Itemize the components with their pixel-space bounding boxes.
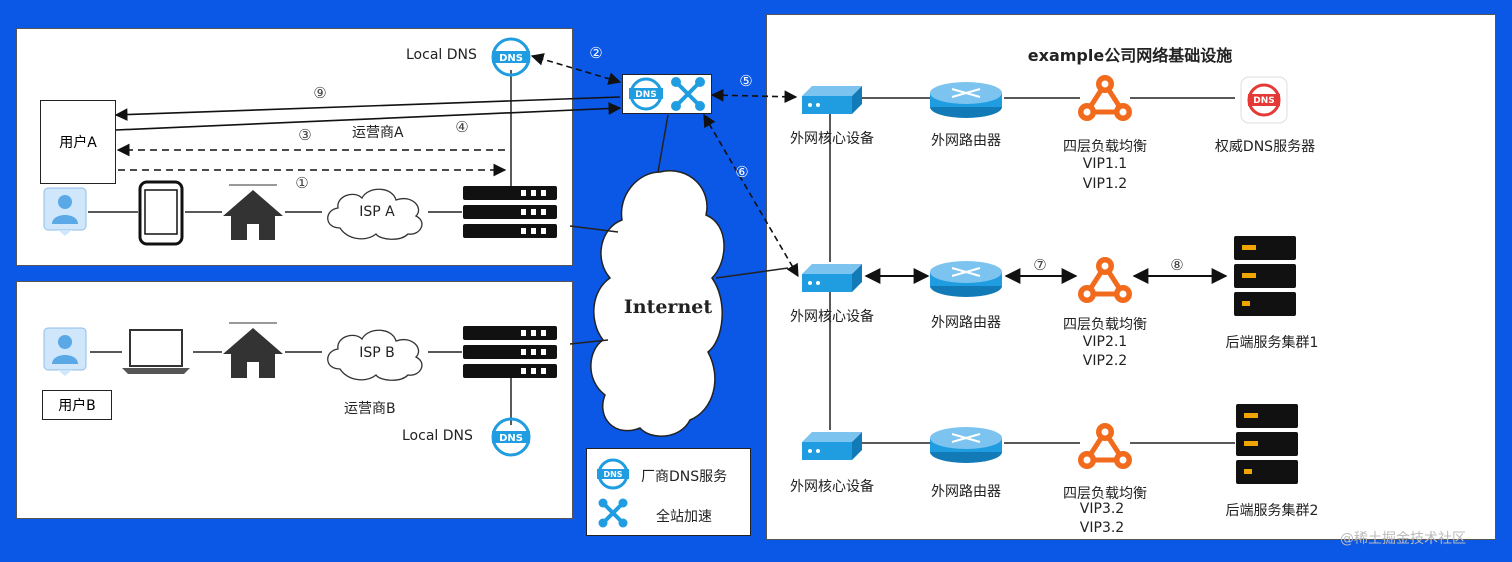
- step-1-label: ①: [295, 174, 309, 192]
- core-device-icon: [802, 86, 862, 114]
- row3-vip2: VIP3.2: [1079, 520, 1125, 536]
- step-2-label: ②: [589, 44, 603, 62]
- isp-a-cloud-icon: [327, 188, 423, 240]
- row3-core-label: 外网核心设备: [790, 479, 874, 495]
- row2-vip2: VIP2.2: [1082, 353, 1128, 369]
- carrier-b-label: 运营商B: [344, 401, 396, 417]
- row1-router-label: 外网路由器: [931, 133, 1001, 149]
- row1-lb-label: 四层负载均衡: [1063, 139, 1147, 155]
- home-icon: [223, 322, 283, 378]
- svg-text:DNS: DNS: [499, 433, 523, 444]
- svg-text:DNS: DNS: [1253, 96, 1275, 106]
- user-a-label: 用户A: [59, 135, 97, 151]
- diagram-title: example公司网络基础设施: [1027, 46, 1233, 65]
- router-icon: [930, 82, 1002, 118]
- backend-server-icon: [1234, 236, 1296, 316]
- carrier-a-label: 运营商A: [352, 125, 404, 141]
- row2-vip1: VIP2.1: [1082, 334, 1128, 350]
- isp-b-label: ISP B: [359, 345, 395, 361]
- smartphone-icon: [138, 180, 184, 246]
- cdn-node: DNS: [622, 74, 712, 114]
- row1-core-label: 外网核心设备: [790, 131, 874, 147]
- legend-dns-label: 厂商DNS服务: [641, 469, 728, 485]
- local-dns-b-icon: DNS: [491, 417, 531, 457]
- server-rack-a-icon: [463, 186, 557, 238]
- load-balancer-icon: [1078, 75, 1132, 121]
- isp-b-cloud-icon: [327, 329, 423, 381]
- row1-vip2: VIP1.2: [1082, 176, 1128, 192]
- router-icon: [930, 427, 1002, 463]
- home-icon: [223, 184, 283, 240]
- row2-router-label: 外网路由器: [931, 315, 1001, 331]
- load-balancer-icon: [1078, 423, 1132, 469]
- user-b-box: 用户B: [42, 390, 112, 420]
- vendor-dns-icon: DNS: [629, 77, 663, 111]
- local-dns-b-label: Local DNS: [402, 428, 473, 444]
- step-9-label: ⑨: [313, 84, 327, 102]
- row3-router-label: 外网路由器: [931, 484, 1001, 500]
- row3-lb-label: 四层负载均衡: [1063, 486, 1147, 502]
- row3-vip1: VIP3.2: [1079, 501, 1125, 517]
- row2-lb-label: 四层负载均衡: [1063, 317, 1147, 333]
- server-rack-b-icon: [463, 326, 557, 378]
- router-icon: [930, 261, 1002, 297]
- row3-end-label: 后端服务集群2: [1225, 503, 1319, 519]
- person-icon: [43, 187, 87, 236]
- step-3-label: ③: [298, 126, 312, 144]
- legend-accel-label: 全站加速: [656, 509, 712, 525]
- legend-panel: [586, 448, 751, 536]
- backend-server-icon: [1236, 404, 1298, 484]
- step-8-label: ⑧: [1170, 256, 1184, 274]
- step-4-label: ④: [455, 118, 469, 136]
- internet-label: Internet: [623, 296, 713, 318]
- isp-a-label: ISP A: [359, 204, 395, 220]
- legend-dns-icon: DNS: [597, 458, 629, 490]
- local-dns-a-label: Local DNS: [406, 47, 477, 63]
- row1-vip1: VIP1.1: [1082, 156, 1128, 172]
- core-device-icon: [802, 264, 862, 292]
- load-balancer-icon: [1078, 257, 1132, 303]
- step-7-label: ⑦: [1033, 256, 1047, 274]
- step-6-label: ⑥: [735, 163, 749, 181]
- local-dns-a-icon: DNS: [491, 37, 531, 77]
- laptop-icon: [122, 329, 190, 374]
- svg-text:DNS: DNS: [603, 470, 622, 479]
- svg-text:DNS: DNS: [499, 53, 523, 64]
- step-5-label: ⑤: [739, 72, 753, 90]
- legend-accel-icon: [598, 498, 628, 528]
- svg-text:DNS: DNS: [635, 90, 657, 100]
- user-a-box: 用户A: [40, 100, 116, 184]
- row1-end-label: 权威DNS服务器: [1214, 139, 1316, 155]
- user-b-label: 用户B: [58, 398, 96, 414]
- row2-core-label: 外网核心设备: [790, 309, 874, 325]
- core-device-icon: [802, 432, 862, 460]
- authoritative-dns-icon: DNS: [1240, 76, 1288, 124]
- person-icon: [43, 327, 87, 376]
- accel-icon: [671, 77, 705, 111]
- row2-end-label: 后端服务集群1: [1225, 335, 1319, 351]
- watermark: @稀土掘金技术社区: [1340, 531, 1466, 547]
